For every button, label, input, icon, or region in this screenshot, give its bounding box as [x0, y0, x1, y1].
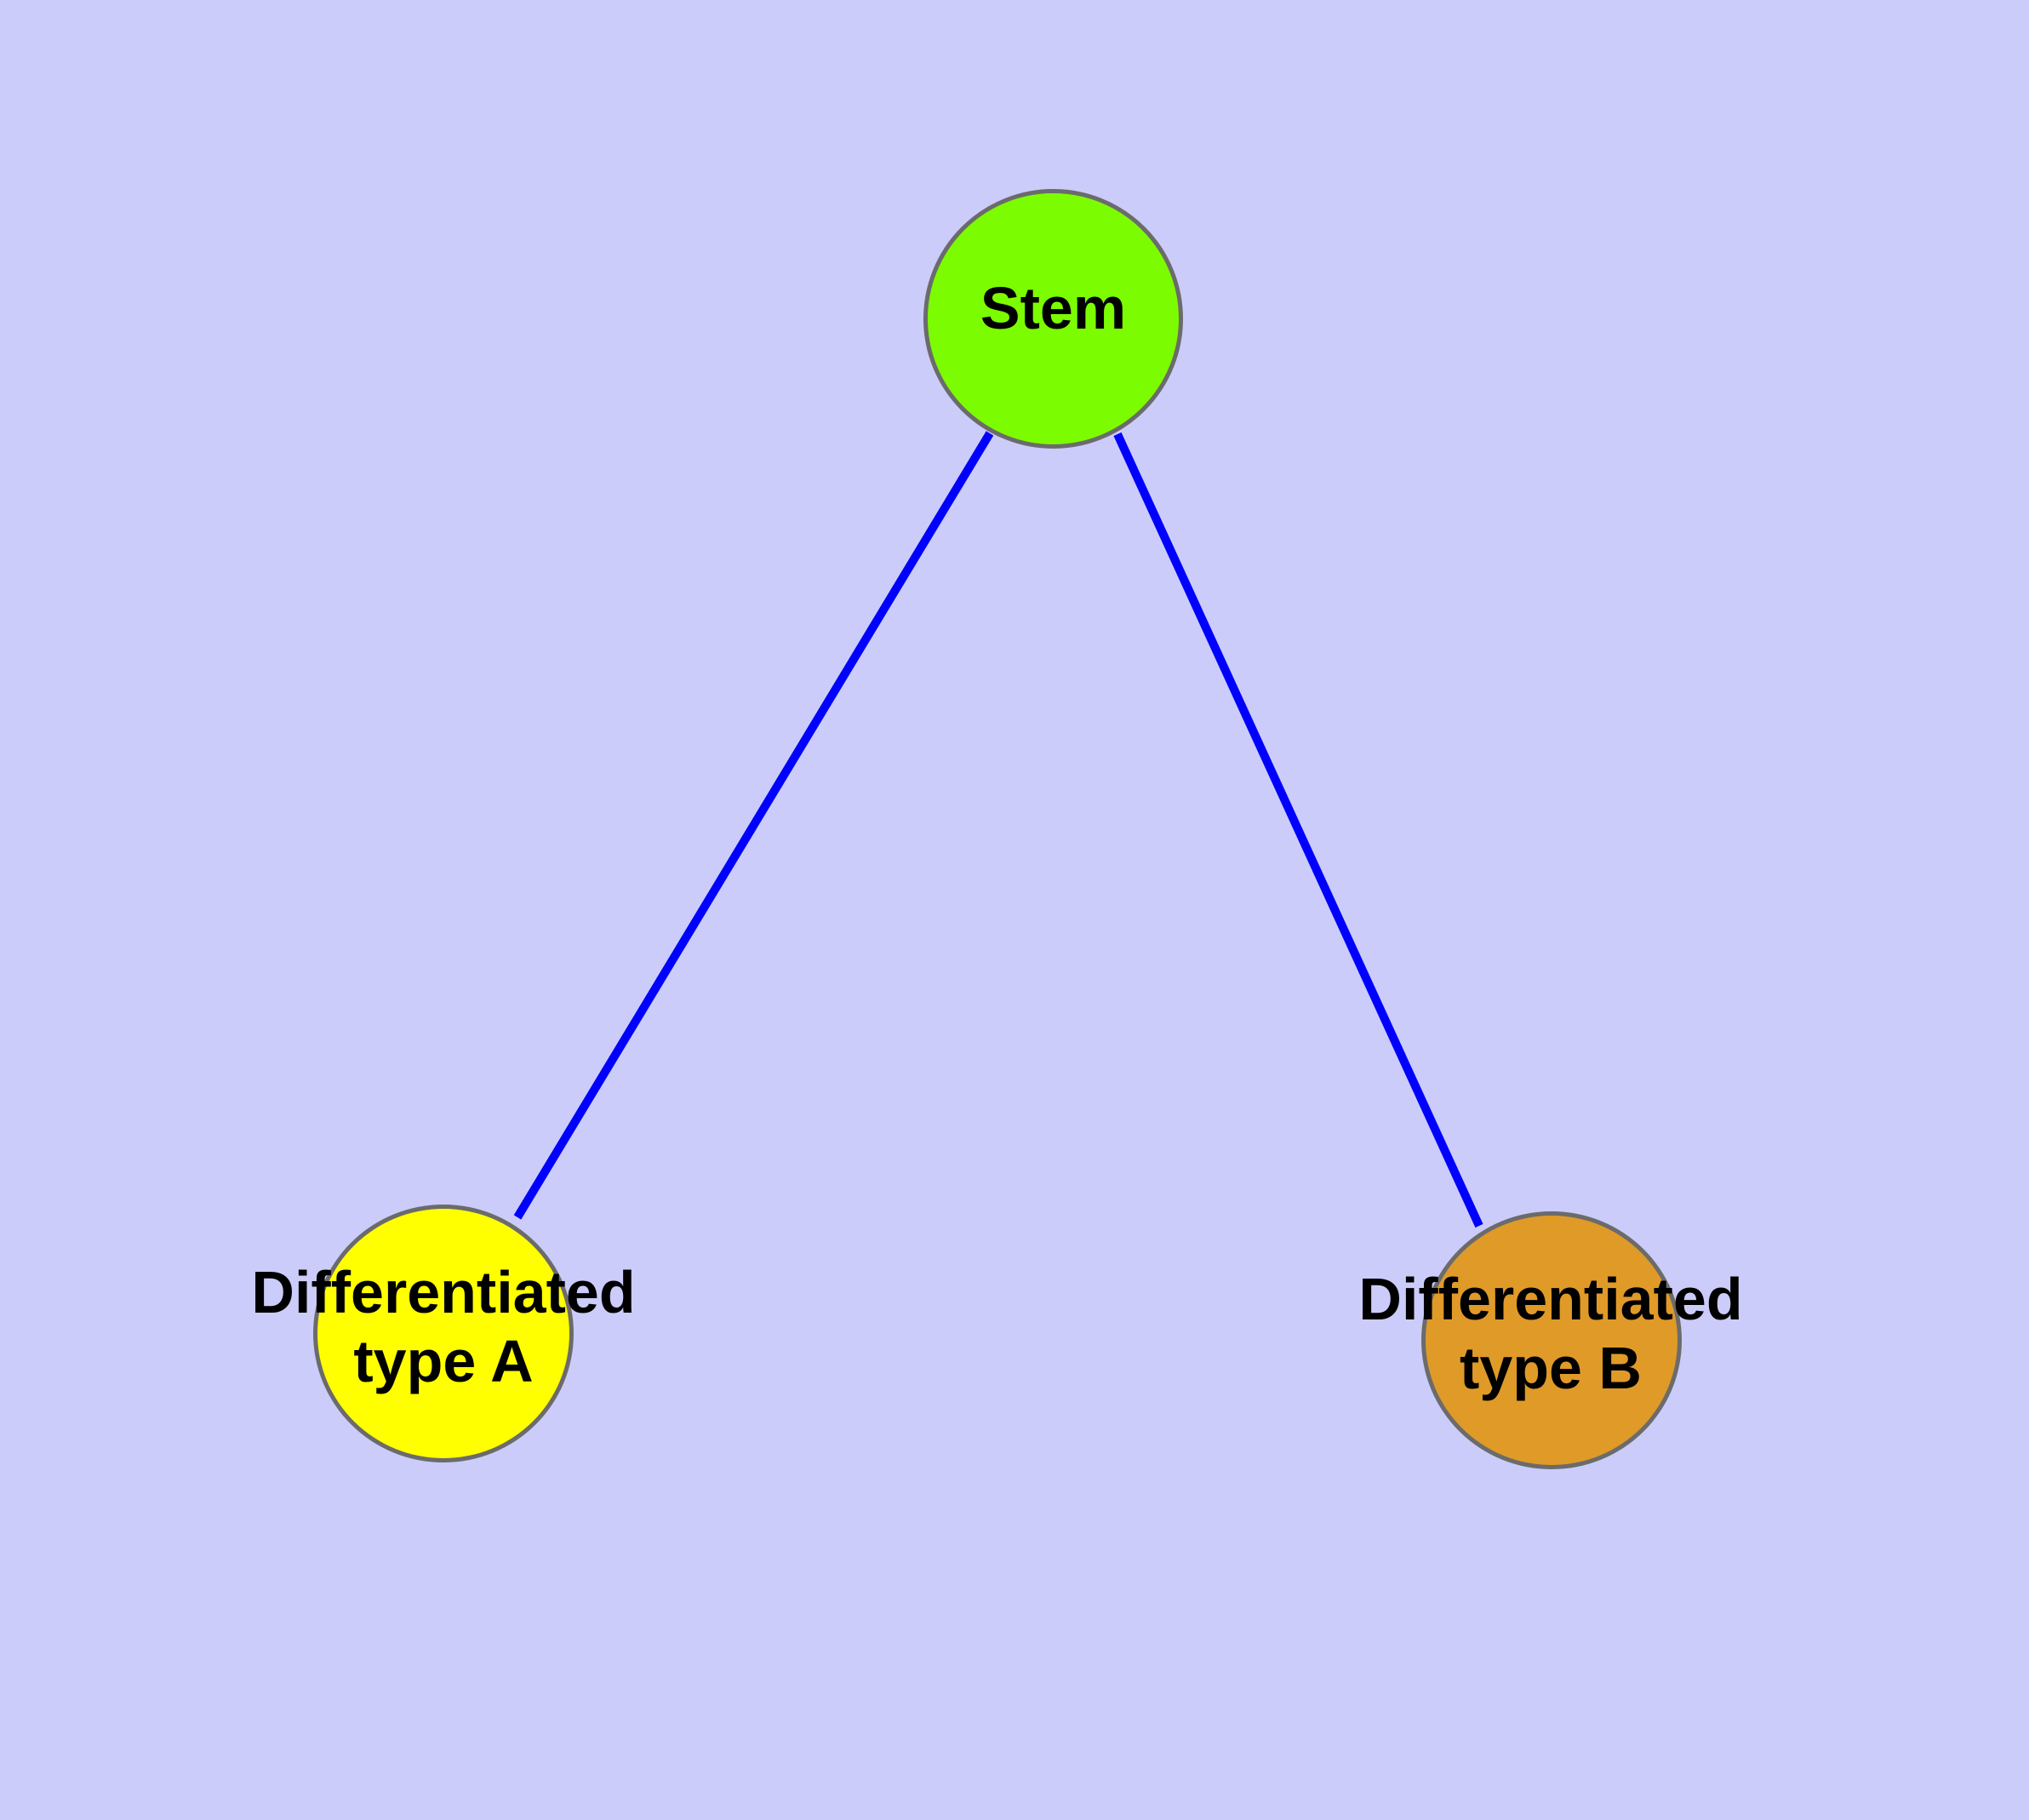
node-differentiated-type-b[interactable]: [1421, 1211, 1682, 1469]
node-stem[interactable]: [923, 189, 1183, 449]
edge-stem-to-differentiated-type-b: [1113, 432, 1483, 1228]
node-differentiated-type-a[interactable]: [313, 1205, 574, 1462]
edge-stem-to-differentiated-type-a: [513, 431, 994, 1220]
